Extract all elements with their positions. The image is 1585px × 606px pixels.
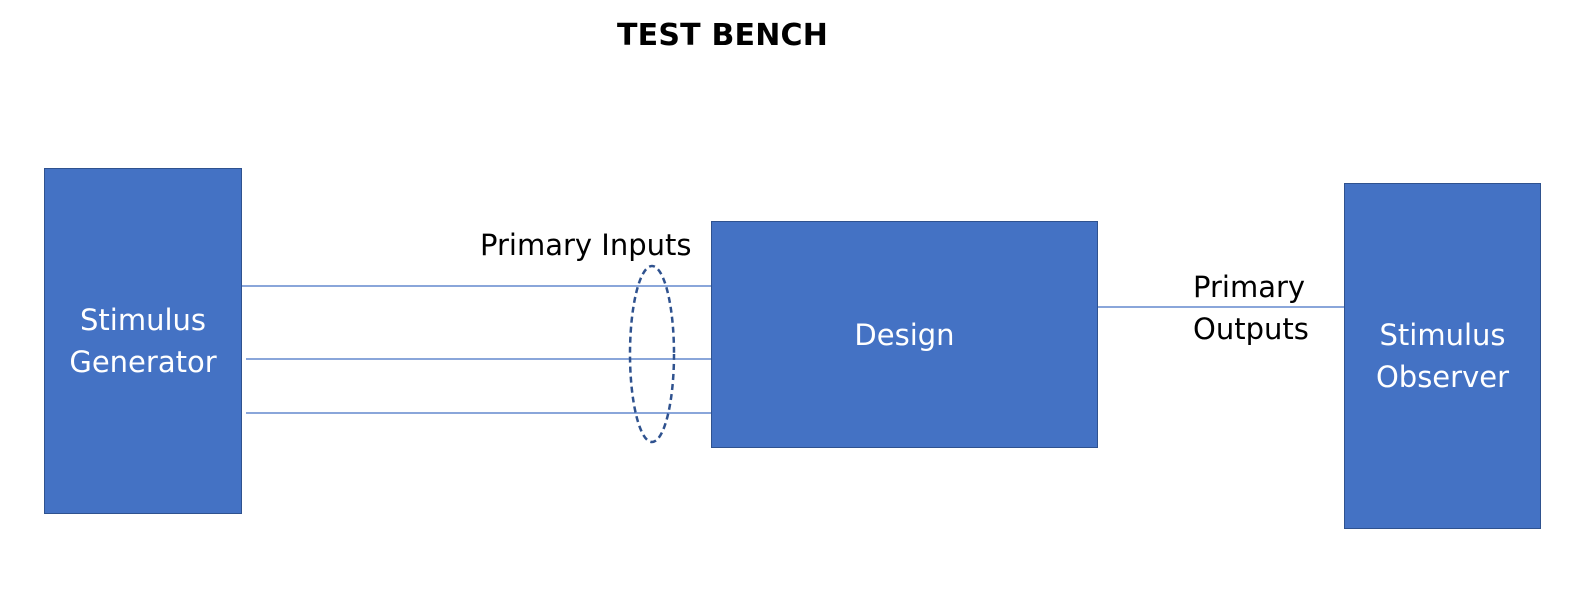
primary-inputs-label: Primary Inputs [480,228,692,262]
primary-outputs-label: Primary Outputs [1193,266,1309,350]
design-block: Design [711,221,1098,448]
stimulus-generator-block: Stimulus Generator [44,168,242,514]
stimulus-generator-label-line2: Generator [69,345,217,379]
stimulus-observer-label-line1: Stimulus [1379,318,1506,352]
stimulus-observer-block: Stimulus Observer [1344,183,1541,529]
primary-inputs-bundle-ellipse [628,264,676,444]
design-label: Design [854,317,955,352]
primary-outputs-label-line2: Outputs [1193,312,1309,346]
primary-outputs-label-line1: Primary [1193,270,1306,304]
stimulus-generator-label-line1: Stimulus [79,303,206,337]
diagram-title: TEST BENCH [616,18,829,53]
stimulus-observer-label-line2: Observer [1375,360,1510,394]
